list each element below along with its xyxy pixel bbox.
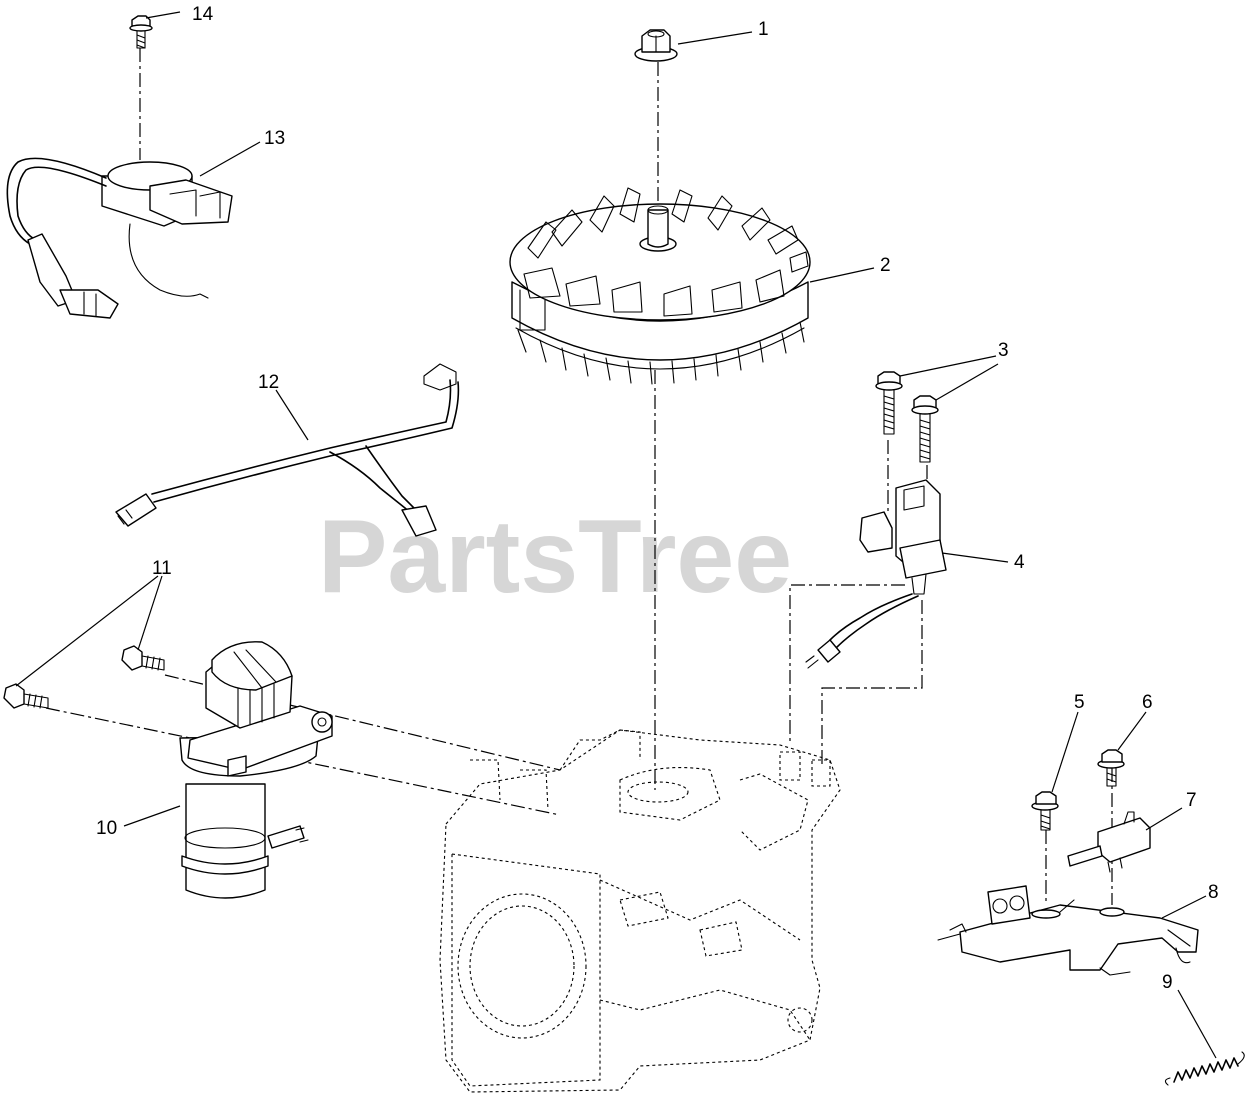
switch-icon bbox=[1067, 811, 1151, 873]
callout-9: 9 bbox=[1162, 972, 1173, 993]
engine-block bbox=[439, 729, 841, 1093]
screw-icon bbox=[1031, 791, 1059, 831]
callout-labels: 1 2 3 4 5 6 7 8 9 10 11 12 13 14 bbox=[96, 4, 1219, 993]
flywheel-icon bbox=[509, 187, 811, 385]
ignition-module-icon bbox=[805, 479, 947, 669]
alignment-lines bbox=[45, 48, 1113, 905]
screw-icon bbox=[129, 15, 153, 49]
ignition-coil-icon bbox=[6, 157, 233, 319]
screw-icon bbox=[1097, 749, 1125, 787]
callout-2: 2 bbox=[880, 255, 891, 276]
callout-13: 13 bbox=[264, 128, 285, 149]
callout-1: 1 bbox=[758, 19, 769, 40]
callout-7: 7 bbox=[1186, 790, 1197, 811]
callout-11: 11 bbox=[152, 558, 172, 579]
starter-motor-icon bbox=[179, 641, 333, 899]
watermark-text: PartsTree bbox=[318, 499, 792, 615]
watermark: PartsTree ™ bbox=[318, 499, 929, 615]
callout-14: 14 bbox=[192, 4, 214, 25]
callout-5: 5 bbox=[1074, 692, 1085, 713]
callout-6: 6 bbox=[1142, 692, 1153, 713]
bolt-pair-icon bbox=[875, 371, 939, 463]
callout-12: 12 bbox=[258, 372, 279, 393]
spring-icon bbox=[1164, 1051, 1245, 1086]
callout-10: 10 bbox=[96, 818, 117, 839]
wire-harness-icon bbox=[115, 363, 460, 537]
bracket-icon bbox=[937, 885, 1199, 976]
flange-nut-icon bbox=[634, 29, 678, 62]
callout-8: 8 bbox=[1208, 882, 1219, 903]
leader-lines bbox=[15, 11, 1217, 1059]
callout-4: 4 bbox=[1014, 552, 1025, 573]
bolt-pair-icon bbox=[3, 645, 165, 709]
callout-3: 3 bbox=[998, 340, 1009, 361]
